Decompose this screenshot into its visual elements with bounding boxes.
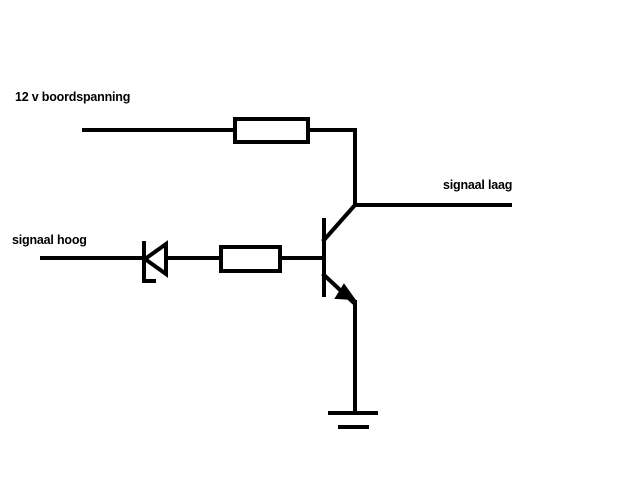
base-resistor <box>219 245 282 273</box>
transistor-collector <box>321 202 358 243</box>
supply-label: 12 v boordspanning <box>15 90 131 104</box>
diode-triangle <box>141 240 168 278</box>
input-label: signaal hoog <box>12 233 87 247</box>
output-label: signaal laag <box>443 178 513 192</box>
pullup-resistor <box>233 117 310 144</box>
emitter-arrow <box>334 283 357 301</box>
